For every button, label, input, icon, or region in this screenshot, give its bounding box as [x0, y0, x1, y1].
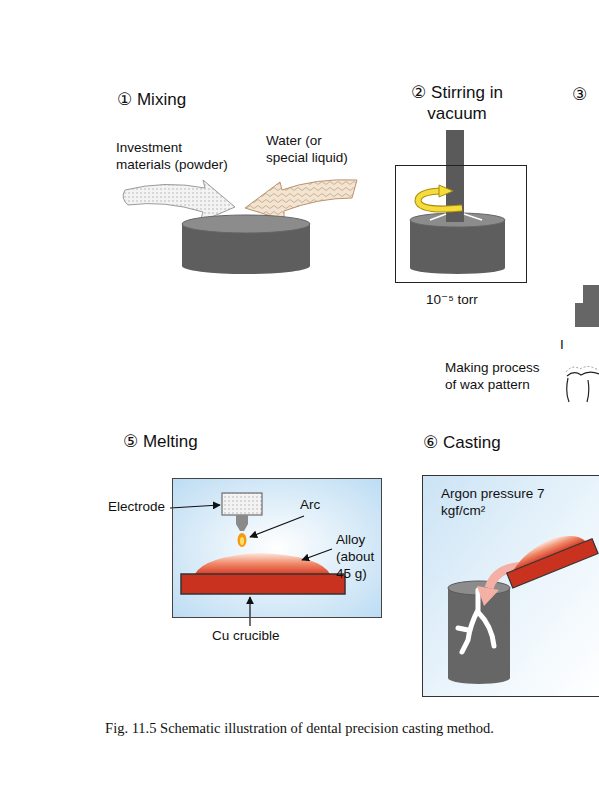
pressure-label: 10⁻⁵ torr: [426, 292, 506, 309]
step-heading: ① Mixing: [117, 89, 257, 110]
step-heading: ⑤ Melting: [123, 431, 273, 452]
casting-chamber: ⑥ CastingArgon pressure 7 kgf/cm²: [422, 475, 599, 697]
part-label: Electrode: [108, 499, 170, 516]
part-label: Arc: [300, 497, 340, 514]
figure-caption: Fig. 11.5 Schematic illustration of dent…: [10, 719, 589, 737]
step-number: ③: [572, 84, 596, 105]
vacuum-chamber: ② Stirring in vacuum: [395, 165, 527, 283]
step-heading: ⑥ Casting: [423, 432, 583, 453]
step-note: Making process of wax pattern: [445, 360, 549, 394]
part-label: Cu crucible: [212, 628, 302, 645]
melting-chamber: ⑤ Melting: [172, 478, 382, 618]
material-label: Water (or special liquid): [266, 133, 361, 167]
part-label: Alloy (about 45 g): [336, 532, 380, 583]
step-heading: ② Stirring in vacuum: [391, 82, 523, 125]
stray-mark: I: [560, 337, 572, 354]
gas-pressure-label: Argon pressure 7 kgf/cm²: [441, 486, 581, 520]
material-label: Investment materials (powder): [116, 140, 234, 174]
